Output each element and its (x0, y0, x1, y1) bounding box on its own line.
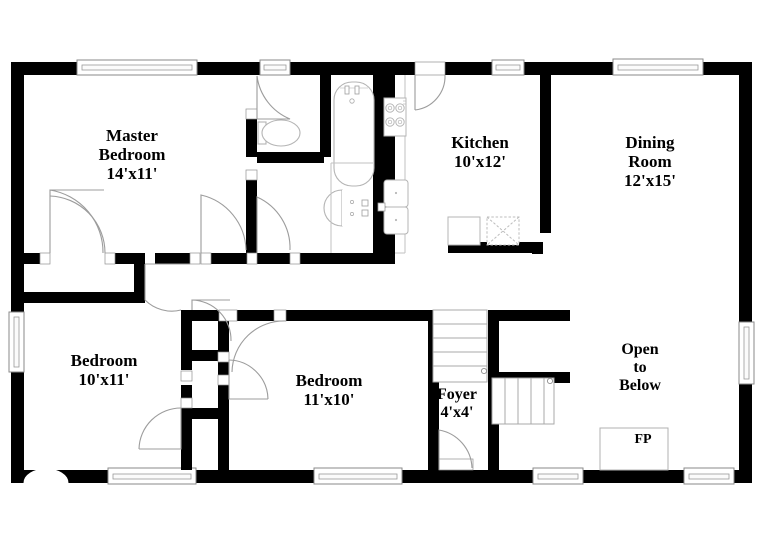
stairs-down-fixture (491, 377, 555, 425)
interior-walls (24, 62, 570, 470)
room-label-bedroom-2: Bedroom 10'x11' (70, 351, 138, 390)
room-label-open-to-below: Open to Below (619, 341, 661, 394)
bathtub-fixture (333, 81, 375, 187)
range-stove-fixture (383, 97, 407, 137)
room-label-kitchen: Kitchen 10'x12' (451, 133, 509, 172)
bath-counter (330, 162, 373, 253)
door-swing-group (49, 74, 473, 470)
refrigerator-fixture (447, 216, 481, 246)
room-label-dining-room: Dining Room 12'x15' (624, 133, 676, 191)
dishwasher-fixture (486, 216, 520, 246)
room-label-master-bedroom: Master Bedroom 14'x11' (98, 126, 166, 184)
window-group (8, 58, 755, 485)
toilet-fixture (257, 119, 301, 147)
room-label-foyer: Foyer 4'x4' (437, 386, 477, 421)
door-jamb-group (39, 61, 474, 471)
fireplace-fixture (599, 427, 669, 471)
stairs-up-fixture (432, 309, 488, 383)
room-label-bedroom-3: Bedroom 11'x10' (295, 371, 363, 410)
kitchen-double-sink-fixture (377, 179, 409, 235)
label-fireplace: FP (634, 432, 652, 447)
bath-sink-fixture (323, 189, 369, 227)
